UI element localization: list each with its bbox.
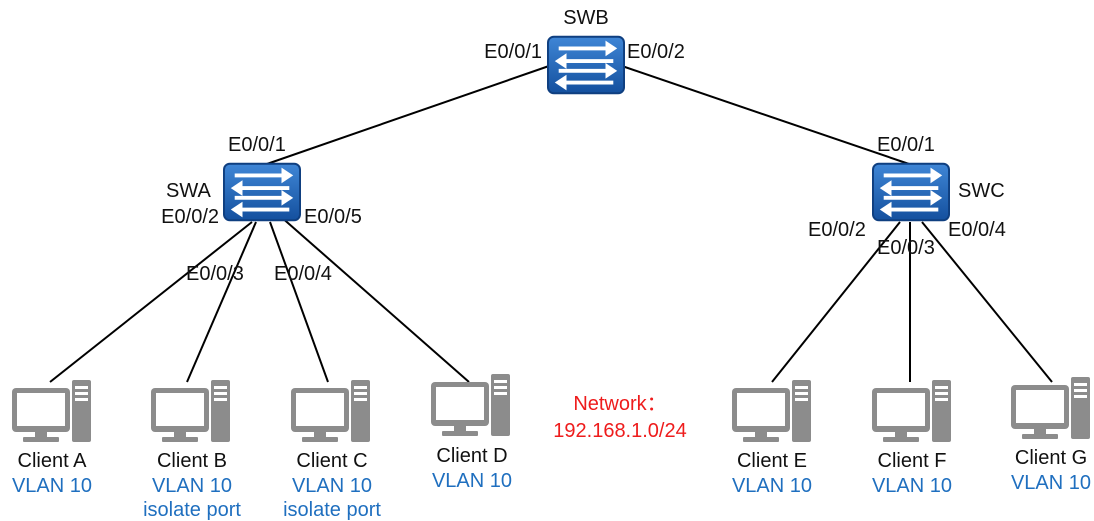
client-name: Client F xyxy=(878,450,947,472)
client-vlan: VLAN 10 xyxy=(732,475,812,497)
pc-icon xyxy=(12,380,91,442)
swa-port-e0-0-3: E0/0/3 xyxy=(186,263,244,285)
swa-port-e0-0-2: E0/0/2 xyxy=(161,206,219,228)
client-vlan: VLAN 10 xyxy=(872,475,952,497)
link-swb-swa xyxy=(263,65,550,166)
link-swc-client-g xyxy=(921,221,1053,383)
link-swb-swc xyxy=(621,65,913,166)
client-vlan: VLAN 10 xyxy=(152,475,232,497)
client-name: Client G xyxy=(1015,447,1087,469)
client-vlan: VLAN 10 xyxy=(1011,472,1091,494)
swc-port-e0-0-3: E0/0/3 xyxy=(877,237,935,259)
client-vlan: VLAN 10 xyxy=(432,470,512,492)
client-isolate-note: isolate port xyxy=(283,499,381,521)
link-swa-client-a xyxy=(49,221,253,383)
swb-port-e0-0-1: E0/0/1 xyxy=(484,41,542,63)
swa-name: SWA xyxy=(166,180,211,202)
link-swa-client-b xyxy=(186,221,257,383)
client-d[interactable]: Client D VLAN 10 xyxy=(431,374,512,492)
pc-icon xyxy=(1011,377,1090,439)
pc-icon xyxy=(151,380,230,442)
links xyxy=(49,65,1053,383)
pc-icon xyxy=(872,380,951,442)
client-e[interactable]: Client E VLAN 10 xyxy=(732,380,812,497)
network-subnet: 192.168.1.0/24 xyxy=(553,420,686,442)
link-swc-client-e xyxy=(771,221,901,383)
swb-switch-icon[interactable] xyxy=(547,35,625,95)
client-isolate-note: isolate port xyxy=(143,499,241,521)
link-swa-client-c xyxy=(269,221,329,383)
swc-name: SWC xyxy=(958,180,1005,202)
client-name: Client A xyxy=(18,450,88,472)
swc-switch-icon[interactable] xyxy=(872,162,950,222)
client-f[interactable]: Client F VLAN 10 xyxy=(872,380,952,497)
link-swa-client-d xyxy=(279,215,470,383)
swb-name: SWB xyxy=(563,7,609,29)
client-vlan: VLAN 10 xyxy=(292,475,372,497)
swc-port-e0-0-2: E0/0/2 xyxy=(808,219,866,241)
pc-icon xyxy=(431,374,510,436)
client-g[interactable]: Client G VLAN 10 xyxy=(1011,377,1091,494)
client-name: Client D xyxy=(436,445,507,467)
swc-port-e0-0-4: E0/0/4 xyxy=(948,219,1006,241)
client-b[interactable]: Client B VLAN 10 isolate port xyxy=(143,380,241,521)
swa-switch-icon[interactable] xyxy=(223,162,301,222)
swa-port-e0-0-1: E0/0/1 xyxy=(228,134,286,156)
swa-port-e0-0-5: E0/0/5 xyxy=(304,206,362,228)
client-c[interactable]: Client C VLAN 10 isolate port xyxy=(283,380,381,521)
client-vlan: VLAN 10 xyxy=(12,475,92,497)
client-name: Client C xyxy=(296,450,367,472)
pc-icon xyxy=(732,380,811,442)
client-a[interactable]: Client A VLAN 10 xyxy=(12,380,92,497)
client-name: Client B xyxy=(157,450,227,472)
swb-port-e0-0-2: E0/0/2 xyxy=(627,41,685,63)
swa-port-e0-0-4: E0/0/4 xyxy=(274,263,332,285)
network-label: Network： xyxy=(573,393,666,415)
client-name: Client E xyxy=(737,450,807,472)
pc-icon xyxy=(291,380,370,442)
swc-port-e0-0-1: E0/0/1 xyxy=(877,134,935,156)
